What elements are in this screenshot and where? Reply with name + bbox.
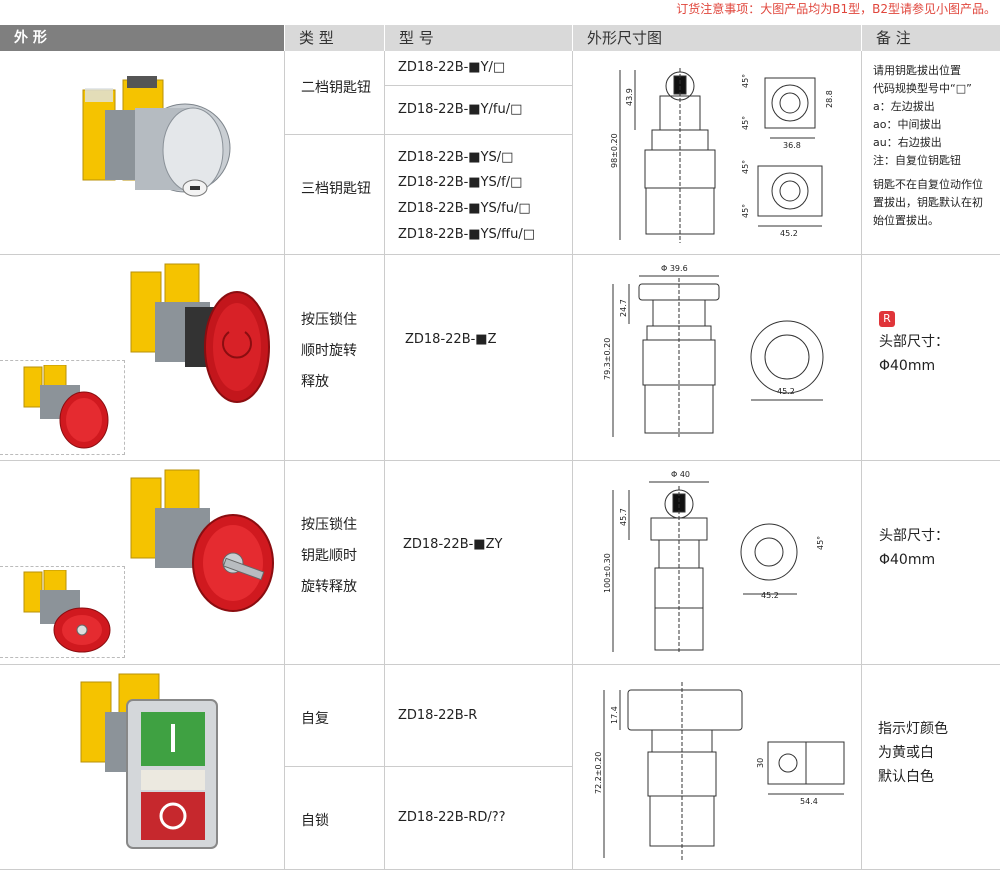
remarks-row4: 指示灯颜色 为黄或白 默认白色 bbox=[878, 721, 948, 785]
dim-label: 45° bbox=[741, 74, 750, 88]
key-emergency-stop-photo bbox=[130, 469, 274, 612]
model-item: ZD18-22B-■ZY bbox=[403, 537, 503, 552]
model-item: ZD18-22B-■YS/□ bbox=[398, 150, 514, 165]
dim-label: 45° bbox=[816, 536, 825, 550]
dim-drawing-dual-pushbutton: 17.4 72.2±0.20 54.4 30 bbox=[594, 682, 845, 860]
header-appearance: 外 形 bbox=[0, 25, 284, 51]
dim-label: Φ 40 bbox=[671, 470, 690, 479]
model-item: ZD18-22B-R bbox=[398, 708, 478, 723]
dim-label: 24.7 bbox=[619, 299, 628, 317]
dim-label: 45° bbox=[741, 204, 750, 218]
dim-label: 98±0.20 bbox=[610, 133, 619, 168]
dim-label: 45.7 bbox=[619, 508, 628, 526]
dim-drawing-key-switch: 43.9 98±0.20 36.8 28.8 45° 45° 45.2 45° … bbox=[610, 68, 834, 243]
dim-drawing-emergency-stop: Φ 39.6 24.7 79.3±0.20 45.2 bbox=[603, 264, 824, 437]
model-item: ZD18-22B-■Y/□ bbox=[398, 60, 506, 75]
model-item: ZD18-22B-■Z bbox=[405, 332, 497, 347]
header-type: 类 型 bbox=[285, 25, 384, 51]
model-item: ZD18-22B-RD/?? bbox=[398, 810, 506, 825]
type-push-lock-key: 按压锁住 钥匙顺时 旋转释放 bbox=[301, 517, 357, 595]
type-2pos-key: 二档钥匙钮 bbox=[301, 80, 371, 96]
header-model: 型 号 bbox=[385, 25, 572, 51]
dim-label: 45.2 bbox=[780, 229, 798, 238]
dim-label: 43.9 bbox=[625, 88, 634, 106]
dim-label: 30 bbox=[756, 758, 765, 768]
dim-label: 45.2 bbox=[761, 591, 779, 600]
model-item: ZD18-22B-■YS/f/□ bbox=[398, 175, 523, 190]
emergency-stop-photo bbox=[130, 263, 270, 403]
key-switch-photo bbox=[82, 76, 231, 197]
header-remarks: 备 注 bbox=[862, 25, 1000, 51]
dim-label: 79.3±0.20 bbox=[603, 338, 612, 380]
dim-label: 17.4 bbox=[610, 706, 619, 724]
remarks-row2: R 头部尺寸： Φ40mm bbox=[879, 311, 949, 374]
dual-pushbutton-photo bbox=[80, 673, 218, 849]
dim-label: Φ 39.6 bbox=[661, 264, 688, 273]
dim-label: 36.8 bbox=[783, 141, 801, 150]
model-item: ZD18-22B-■YS/ffu/□ bbox=[398, 227, 536, 242]
r-badge: R bbox=[879, 311, 895, 327]
order-notice: 订货注意事项：大图产品均为B1型，B2型请参见小图产品。 bbox=[676, 2, 996, 16]
dim-label: 45° bbox=[741, 160, 750, 174]
key-emergency-stop-small-photo bbox=[23, 570, 111, 653]
dim-label: 28.8 bbox=[825, 90, 834, 108]
header-dims: 外形尺寸图 bbox=[573, 25, 861, 51]
dim-drawing-key-emergency-stop: Φ 40 45.7 100±0.30 45.2 45° bbox=[603, 470, 825, 654]
dim-label: 45.2 bbox=[777, 387, 795, 396]
type-3pos-key: 三档钥匙钮 bbox=[301, 181, 371, 197]
type-latching: 自锁 bbox=[301, 813, 329, 829]
remarks-row1: 请用钥匙拔出位置 代码规换型号中“□” a：左边拔出 ao：中间拔出 au：右边… bbox=[873, 64, 983, 227]
remarks-row3: 头部尺寸： Φ40mm bbox=[879, 528, 949, 568]
small-image-frame bbox=[0, 566, 125, 658]
type-momentary: 自复 bbox=[301, 711, 329, 727]
small-image-frame bbox=[0, 360, 125, 455]
model-item: ZD18-22B-■YS/fu/□ bbox=[398, 201, 531, 216]
type-push-lock-turn: 按压锁住 顺时旋转 释放 bbox=[301, 312, 357, 390]
dim-label: 100±0.30 bbox=[603, 553, 612, 593]
dim-label: 45° bbox=[741, 116, 750, 130]
model-item: ZD18-22B-■Y/fu/□ bbox=[398, 102, 523, 117]
emergency-stop-small-photo bbox=[23, 365, 109, 449]
dim-label: 54.4 bbox=[800, 797, 818, 806]
dim-label: 72.2±0.20 bbox=[594, 752, 603, 794]
